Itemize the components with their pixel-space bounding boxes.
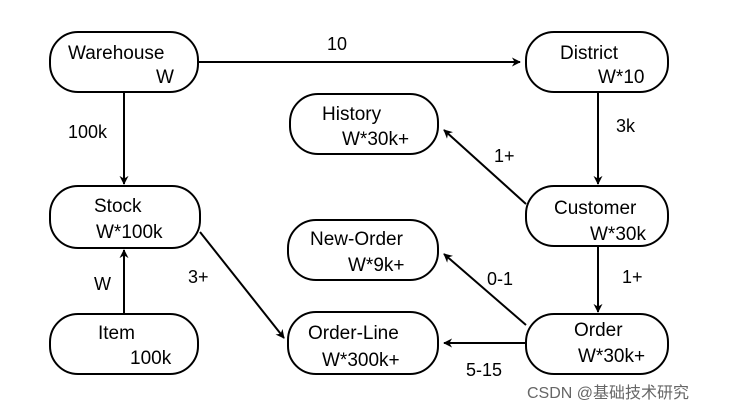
edge-customer-history bbox=[443, 129, 527, 205]
node-new-order-name: New-Order bbox=[310, 229, 404, 250]
node-customer: Customer W*30k bbox=[525, 185, 669, 247]
node-district: District W*10 bbox=[525, 31, 669, 93]
node-stock-name: Stock bbox=[94, 196, 142, 217]
node-order-card: W*30k+ bbox=[578, 346, 645, 367]
node-history-card: W*30k+ bbox=[342, 129, 409, 150]
node-item-name: Item bbox=[98, 323, 135, 344]
label-district-customer: 3k bbox=[616, 116, 636, 136]
label-warehouse-district: 10 bbox=[327, 34, 347, 54]
label-stock-order-line: 3+ bbox=[188, 267, 209, 287]
label-warehouse-stock: 100k bbox=[68, 122, 108, 142]
label-customer-history: 1+ bbox=[494, 146, 515, 166]
node-order: Order W*30k+ bbox=[525, 313, 669, 375]
edge-stock-order-line bbox=[199, 231, 285, 339]
node-warehouse: Warehouse W bbox=[49, 31, 199, 93]
node-stock-card: W*100k bbox=[96, 222, 163, 243]
node-customer-name: Customer bbox=[554, 198, 637, 219]
node-warehouse-name: Warehouse bbox=[68, 43, 164, 64]
edge-labels: 10 100k 3k 1+ 1+ 0-1 5-15 3+ W bbox=[68, 34, 643, 380]
label-item-stock: W bbox=[94, 274, 111, 294]
node-warehouse-card: W bbox=[156, 67, 174, 88]
watermark: CSDN @基础技术研究 bbox=[527, 384, 689, 402]
node-new-order: New-Order W*9k+ bbox=[287, 219, 439, 281]
edges bbox=[119, 57, 603, 348]
node-item-card: 100k bbox=[130, 348, 172, 369]
label-order-new-order: 0-1 bbox=[487, 269, 513, 289]
node-district-card: W*10 bbox=[598, 67, 644, 88]
node-customer-card: W*30k bbox=[590, 224, 646, 245]
node-history-name: History bbox=[322, 104, 382, 125]
node-new-order-card: W*9k+ bbox=[348, 255, 405, 276]
node-item: Item 100k bbox=[49, 313, 199, 375]
node-order-name: Order bbox=[574, 320, 623, 341]
label-order-order-line: 5-15 bbox=[466, 360, 502, 380]
label-customer-order: 1+ bbox=[622, 267, 643, 287]
node-order-line-card: W*300k+ bbox=[322, 350, 400, 371]
node-history: History W*30k+ bbox=[289, 93, 439, 155]
node-stock: Stock W*100k bbox=[49, 185, 201, 249]
node-order-line-name: Order-Line bbox=[308, 323, 399, 344]
node-order-line: Order-Line W*300k+ bbox=[287, 311, 439, 375]
node-district-name: District bbox=[560, 43, 619, 64]
edge-order-new-order bbox=[443, 253, 527, 326]
